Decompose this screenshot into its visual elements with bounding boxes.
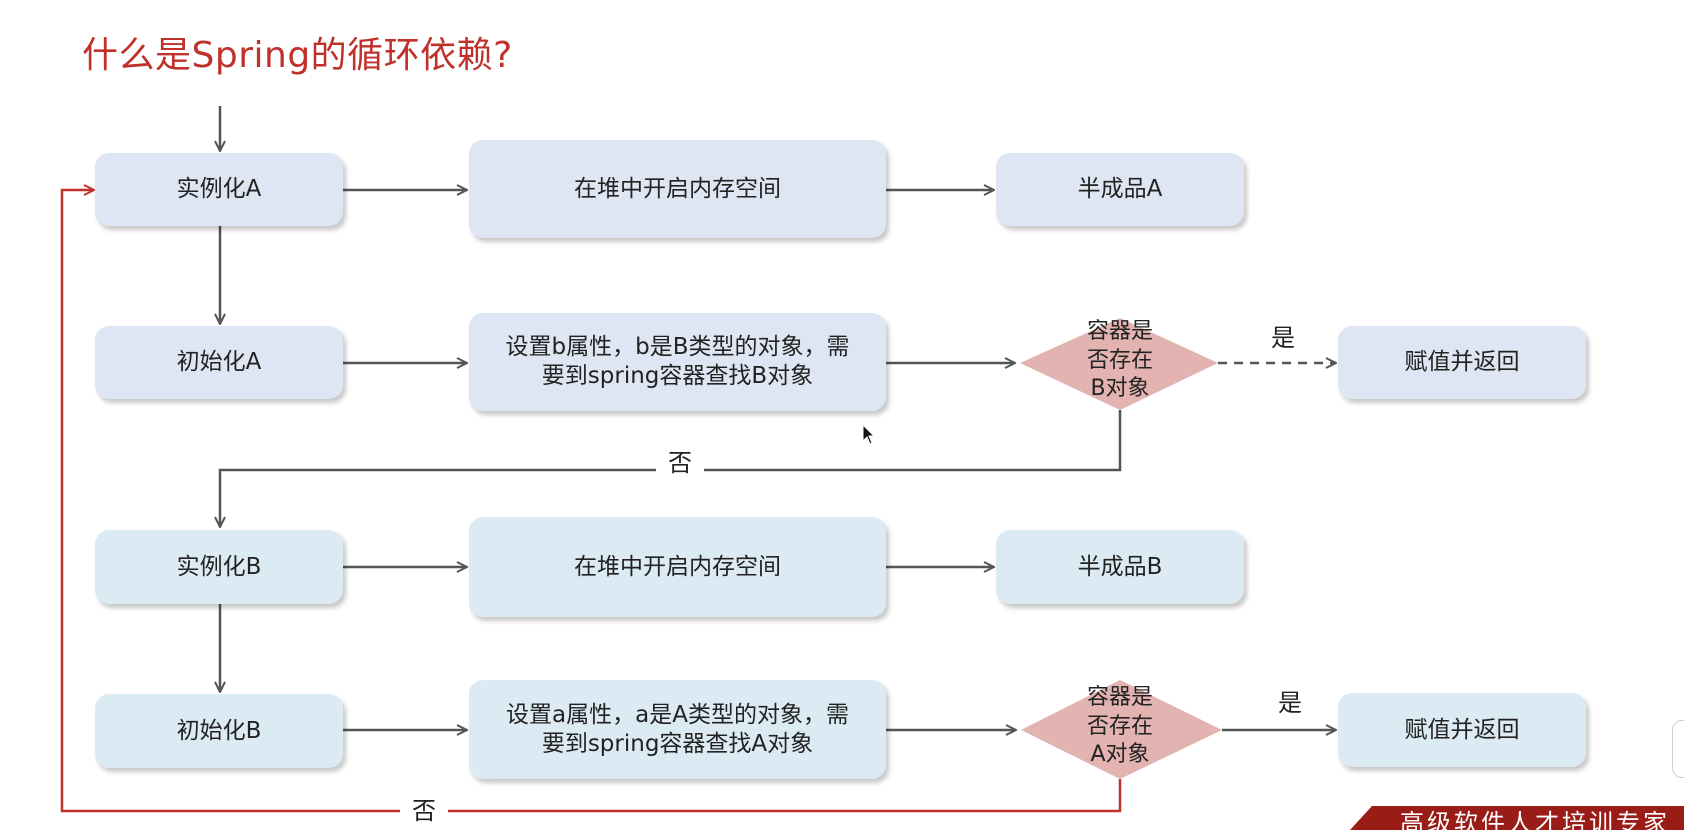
node-init-a: 初始化A <box>95 326 343 399</box>
decision-line-3: B对象 <box>1090 376 1150 402</box>
node-half-b: 半成品B <box>996 530 1244 604</box>
decision-diamond-a <box>1021 680 1222 779</box>
decision-line-3: A对象 <box>1090 742 1150 768</box>
decision-label-b: 容器是 否存在 B对象 <box>1060 318 1180 404</box>
node-heap-alloc-2: 在堆中开启内存空间 <box>469 517 886 617</box>
node-label: 半成品A <box>1077 176 1163 203</box>
node-label: 初始化A <box>176 349 262 376</box>
node-set-a-property: 设置a属性，a是A类型的对象，需 要到spring容器查找A对象 <box>469 680 886 779</box>
edge-label-no-2: 否 <box>400 791 448 826</box>
edge-label-no-1: 否 <box>656 443 704 478</box>
footer-slogan: 高级软件人才培训专家 <box>1400 809 1670 837</box>
node-label-line-2: 要到spring容器查找B对象 <box>541 363 814 389</box>
node-label: 赋值并返回 <box>1404 716 1520 743</box>
edge-label-yes-1: 是 <box>1259 318 1307 353</box>
node-label-line-1: 设置b属性，b是B类型的对象，需 <box>505 334 850 361</box>
decision-line-1: 容器是 <box>1086 685 1153 710</box>
decision-line-2: 否存在 <box>1086 347 1153 373</box>
decision-diamond-b <box>1020 318 1218 410</box>
mouse-cursor-icon <box>862 424 876 445</box>
node-label-line-2: 要到spring容器查找A对象 <box>541 730 814 757</box>
node-assign-return-2: 赋值并返回 <box>1338 693 1586 767</box>
node-label: 赋值并返回 <box>1404 349 1520 376</box>
node-label: 实例化B <box>176 553 262 580</box>
side-panel-tab[interactable] <box>1672 720 1684 778</box>
node-init-b: 初始化B <box>95 694 343 768</box>
footer-banner <box>1350 806 1684 830</box>
edge-label-yes-2: 是 <box>1266 683 1314 718</box>
node-instantiate-a: 实例化A <box>95 153 343 226</box>
node-heap-alloc-1: 在堆中开启内存空间 <box>469 140 886 238</box>
node-label: 在堆中开启内存空间 <box>574 553 781 580</box>
node-label-line-1: 设置a属性，a是A类型的对象，需 <box>506 701 849 728</box>
loop-back-line <box>60 190 1122 813</box>
node-assign-return-1: 赋值并返回 <box>1338 326 1586 399</box>
decision-label-a: 容器是 否存在 A对象 <box>1060 684 1180 770</box>
node-instantiate-b: 实例化B <box>95 530 343 604</box>
node-set-b-property: 设置b属性，b是B类型的对象，需 要到spring容器查找B对象 <box>469 313 886 411</box>
decision-line-2: 否存在 <box>1086 713 1153 739</box>
node-label: 半成品B <box>1077 553 1163 580</box>
node-label: 初始化B <box>176 717 262 744</box>
node-label: 在堆中开启内存空间 <box>574 175 781 202</box>
decision-line-1: 容器是 <box>1086 319 1153 344</box>
page-title: 什么是Spring的循环依赖? <box>82 35 513 76</box>
node-half-a: 半成品A <box>996 153 1244 226</box>
node-label: 实例化A <box>176 176 262 203</box>
